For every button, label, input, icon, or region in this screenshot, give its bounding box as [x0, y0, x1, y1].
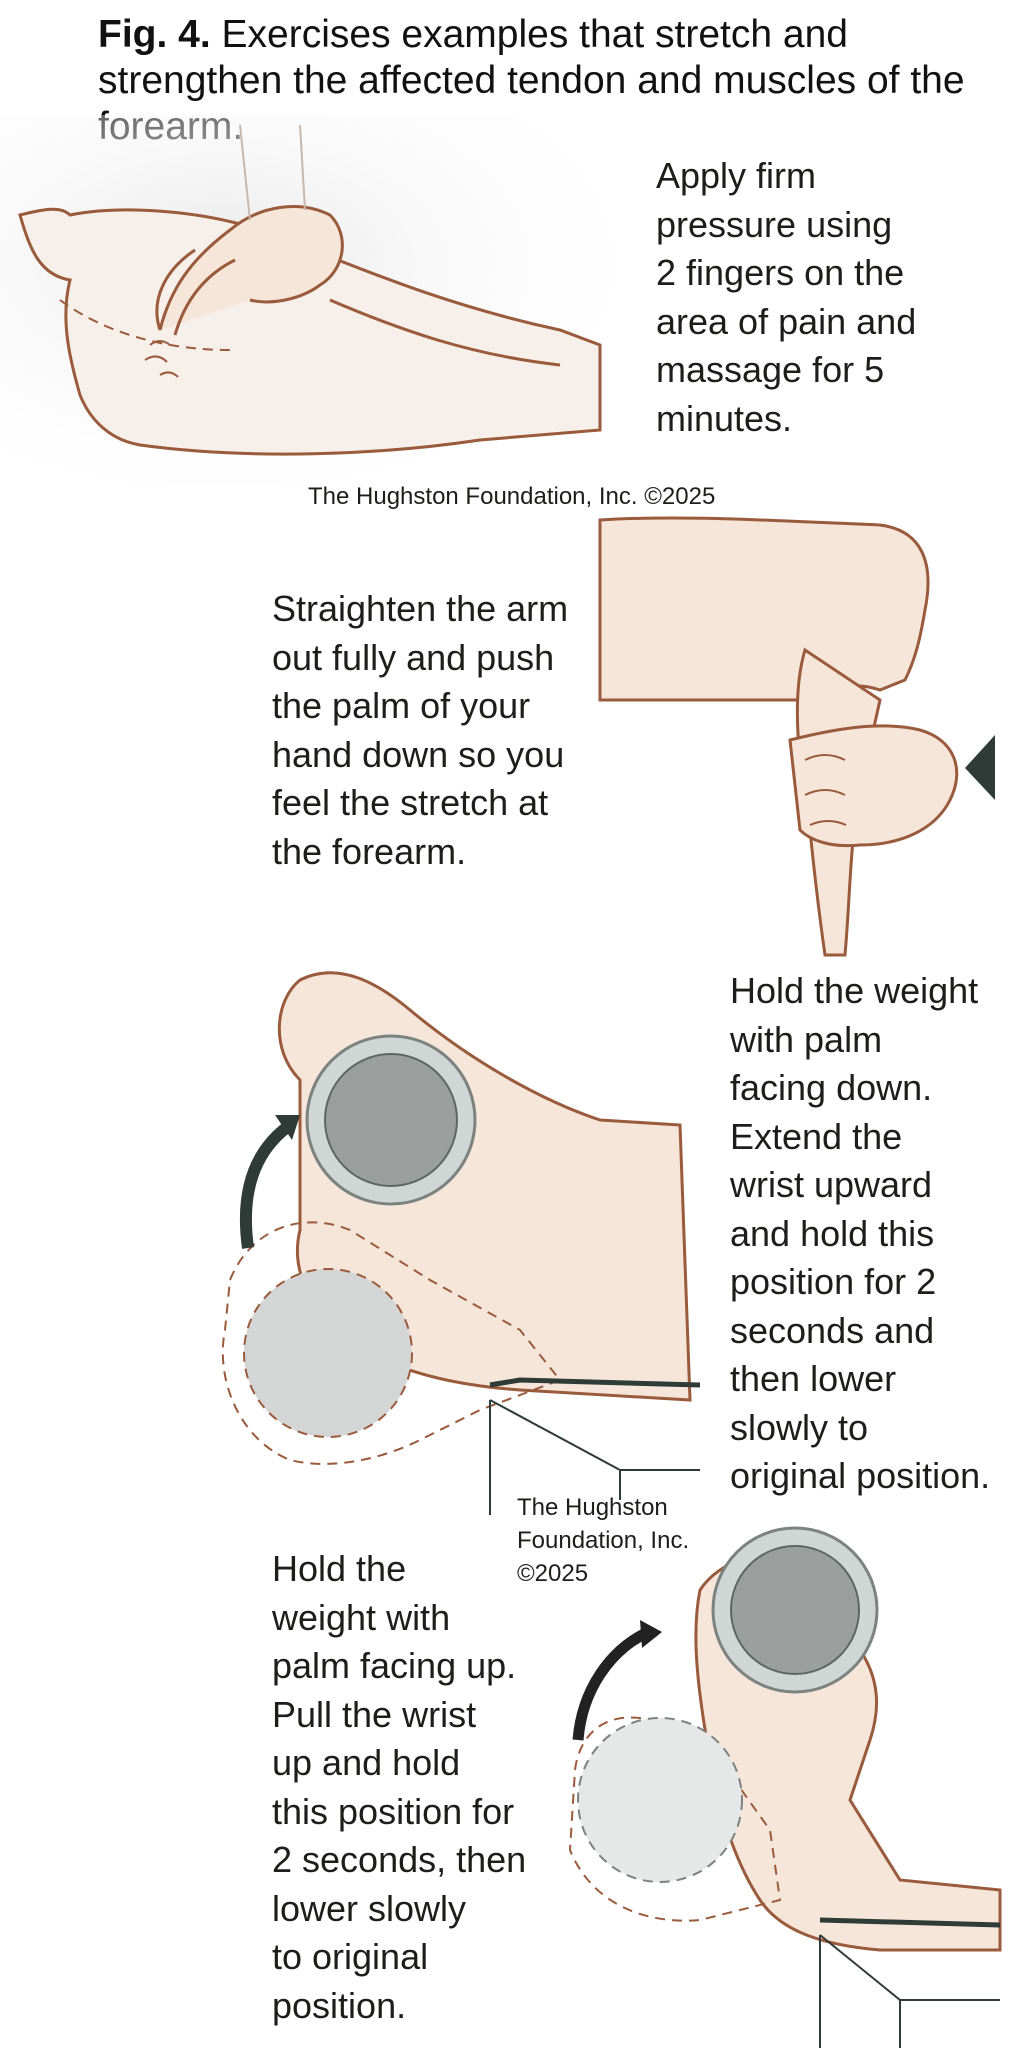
arm-shape [598, 516, 930, 702]
wrist-flexion-instruction: Hold the weight with palm facing up. Pul… [272, 1548, 527, 2026]
pushing-hand-shape [788, 724, 959, 848]
stretch-instruction: Straighten the arm out fully and push th… [272, 588, 569, 872]
wrist-extension-illustration [221, 971, 701, 1515]
lift-direction-arrow [640, 1620, 662, 1648]
figure-caption: Exercises examples that stretch and stre… [98, 13, 965, 148]
wrist-extension-instruction: Hold the weight with palm facing down. E… [730, 970, 991, 1496]
massage-illustration [0, 115, 640, 485]
hand-shape [158, 205, 344, 331]
lift-direction-arrow [275, 1115, 300, 1140]
push-direction-arrow [965, 735, 995, 800]
start-weight [577, 1717, 743, 1883]
start-weight [243, 1268, 413, 1438]
forearm-shape [18, 207, 602, 456]
copyright-credit: The Hughston Foundation, Inc. ©2025 [517, 1494, 690, 1587]
figure-label: Fig. 4. [98, 13, 211, 56]
figure-title: Fig. 4. Exercises examples that stretch … [98, 12, 998, 150]
copyright-credit: The Hughston Foundation, Inc. ©2025 [308, 483, 716, 510]
massage-instruction: Apply firm pressure using 2 fingers on t… [656, 155, 917, 439]
wrist-flexion-illustration [568, 1526, 1002, 2048]
stretch-illustration [598, 516, 995, 957]
